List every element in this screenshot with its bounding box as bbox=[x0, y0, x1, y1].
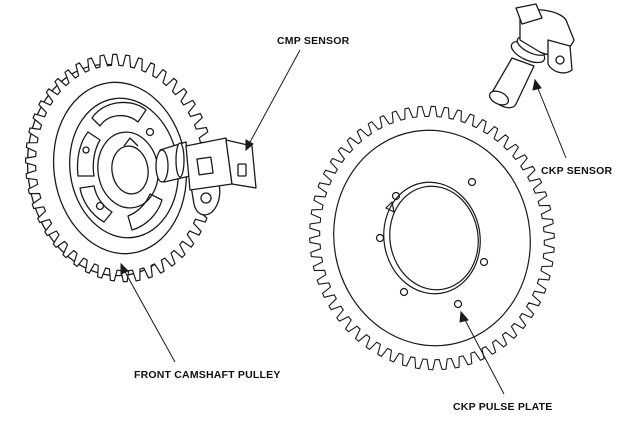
ckp-pulse-plate bbox=[309, 105, 555, 371]
leader-cmp-arrowhead bbox=[245, 139, 254, 152]
pulley-web-pocket bbox=[127, 193, 163, 231]
pulley-web-pocket bbox=[76, 131, 101, 177]
ckp-sensor-connector bbox=[515, 3, 543, 25]
cmp-sensor bbox=[155, 137, 257, 216]
pulse-plate-teeth bbox=[309, 105, 555, 371]
cmp-sensor-window bbox=[196, 156, 214, 176]
pulley-hub-key bbox=[123, 137, 139, 147]
pulse-plate-bolt-hole bbox=[399, 287, 409, 297]
leader-plate-arrowhead bbox=[459, 310, 469, 323]
ckp-sensor-bolt-hole bbox=[555, 55, 565, 65]
pulley-hub-bore bbox=[111, 145, 149, 195]
label-ckp-sensor: CKP SENSOR bbox=[541, 165, 612, 177]
pulley-web-pocket bbox=[79, 185, 113, 223]
pulse-plate-key-mark bbox=[385, 201, 395, 213]
cmp-sensor-bolt-hole bbox=[200, 192, 212, 204]
label-cmp-sensor: CMP SENSOR bbox=[277, 35, 350, 47]
label-ckp-pulse-plate: CKP PULSE PLATE bbox=[453, 401, 552, 413]
label-front-camshaft-pulley: FRONT CAMSHAFT PULLEY bbox=[134, 369, 281, 381]
ckp-sensor-probe-tip bbox=[488, 90, 510, 106]
cmp-sensor-oring bbox=[175, 142, 185, 178]
leader-front-camshaft-pulley bbox=[123, 269, 176, 363]
pulse-plate-bolt-hole bbox=[391, 191, 401, 201]
leader-ckp-pulse-plate bbox=[463, 317, 505, 395]
pulse-plate-bolt-hole bbox=[479, 257, 489, 267]
leader-ckp-arrowhead bbox=[532, 78, 542, 91]
pulley-web-pocket bbox=[91, 101, 147, 127]
pulse-plate-bolt-hole bbox=[375, 233, 385, 243]
leader-lines bbox=[120, 49, 567, 395]
pulse-plate-bolt-hole bbox=[453, 299, 463, 309]
pulse-plate-web-edge bbox=[333, 129, 531, 347]
ckp-sensor bbox=[488, 3, 575, 109]
leader-cmp-sensor bbox=[248, 49, 301, 145]
pulse-plate-bolt-hole bbox=[467, 177, 477, 187]
pulse-plate-bore bbox=[383, 181, 481, 295]
pulley-bolt-hole bbox=[95, 201, 105, 211]
pulley-bolt-hole bbox=[145, 127, 155, 137]
pulley-bolt-hole bbox=[82, 146, 90, 154]
leader-ckp-sensor bbox=[536, 85, 567, 159]
leader-pulley-arrowhead bbox=[120, 262, 129, 275]
cmp-sensor-probe-tip bbox=[155, 149, 169, 183]
cmp-sensor-connector-latch bbox=[237, 163, 247, 177]
pulse-plate-bore-lip bbox=[389, 185, 479, 291]
